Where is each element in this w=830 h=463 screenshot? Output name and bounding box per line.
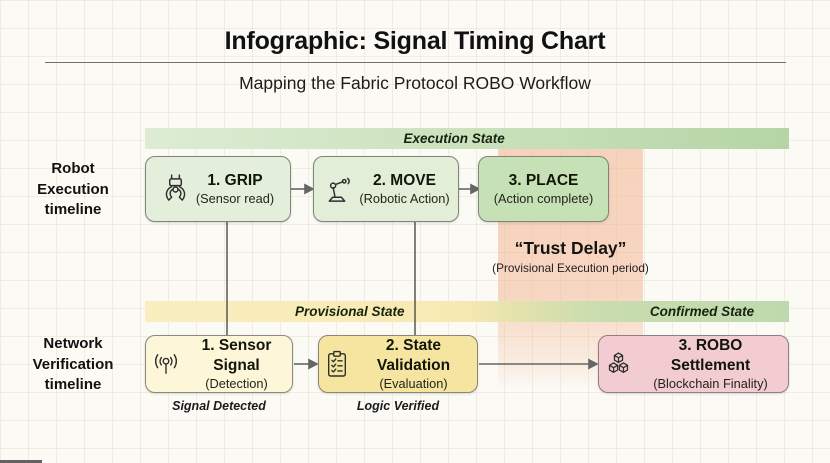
step-place-box: 3. PLACE (Action complete) <box>478 156 609 222</box>
step-subtitle: (Detection) <box>205 375 268 391</box>
step-title: 2. MOVE <box>373 171 436 189</box>
confirmed-state-label: Confirmed State <box>649 303 755 319</box>
title-divider <box>45 62 786 63</box>
execution-state-label: Execution State <box>403 130 505 146</box>
trust-delay-subtitle: (Provisional Execution period) <box>492 261 649 275</box>
step-move-text: 2. MOVE (Robotic Action) <box>359 171 449 208</box>
step-state-validation-box: 2. State Validation (Evaluation) <box>318 335 478 393</box>
step-robo-settlement-box: 3. ROBO Settlement (Blockchain Finality) <box>598 335 789 393</box>
blockchain-cubes-icon <box>605 351 632 378</box>
step-place-text: 3. PLACE (Action complete) <box>494 171 594 208</box>
provisional-state-label: Provisional State <box>295 303 405 319</box>
step-validation-text: 2. State Validation (Evaluation) <box>356 336 471 393</box>
signal-detected-caption: Signal Detected <box>172 399 266 413</box>
step-title: 1. GRIP <box>207 171 263 189</box>
step-sensor-text: 1. Sensor Signal (Detection) <box>187 336 286 393</box>
step-grip-text: 1. GRIP (Sensor read) <box>196 171 274 208</box>
step-title: 1. Sensor Signal <box>201 336 272 374</box>
step-move-box: 2. MOVE (Robotic Action) <box>313 156 459 222</box>
robotic-arm-icon <box>322 175 352 204</box>
step-sensor-signal-box: 1. Sensor Signal (Detection) <box>145 335 293 393</box>
page-subtitle: Mapping the Fabric Protocol ROBO Workflo… <box>239 73 591 93</box>
step-subtitle: (Sensor read) <box>195 190 275 206</box>
bottom-edge-artifact <box>0 460 42 463</box>
step-subtitle: (Blockchain Finality) <box>653 375 768 391</box>
robot-timeline-label: Robot Execution timeline <box>37 160 109 219</box>
provisional-confirmed-bar: Provisional State Confirmed State <box>145 301 789 322</box>
logic-verified-caption: Logic Verified <box>356 399 440 413</box>
step-robo-text: 3. ROBO Settlement (Blockchain Finality) <box>639 336 782 393</box>
step-subtitle: (Action complete) <box>493 190 594 206</box>
trust-delay-title: “Trust Delay” <box>514 238 627 258</box>
step-title: 3. PLACE <box>508 171 579 189</box>
network-timeline-label: Network Verification timeline <box>32 335 114 394</box>
gripper-icon <box>162 173 189 205</box>
execution-state-bar: Execution State <box>145 128 789 149</box>
step-title: 2. State Validation <box>376 336 451 374</box>
step-subtitle: (Robotic Action) <box>359 190 450 206</box>
checklist-clipboard-icon <box>325 350 349 378</box>
trust-delay-annotation: “Trust Delay” (Provisional Execution per… <box>470 238 671 275</box>
step-subtitle: (Evaluation) <box>379 375 448 391</box>
page-title: Infographic: Signal Timing Chart <box>224 27 606 55</box>
step-grip-box: 1. GRIP (Sensor read) <box>145 156 291 222</box>
antenna-signal-icon <box>152 352 180 376</box>
step-title: 3. ROBO Settlement <box>670 336 751 374</box>
